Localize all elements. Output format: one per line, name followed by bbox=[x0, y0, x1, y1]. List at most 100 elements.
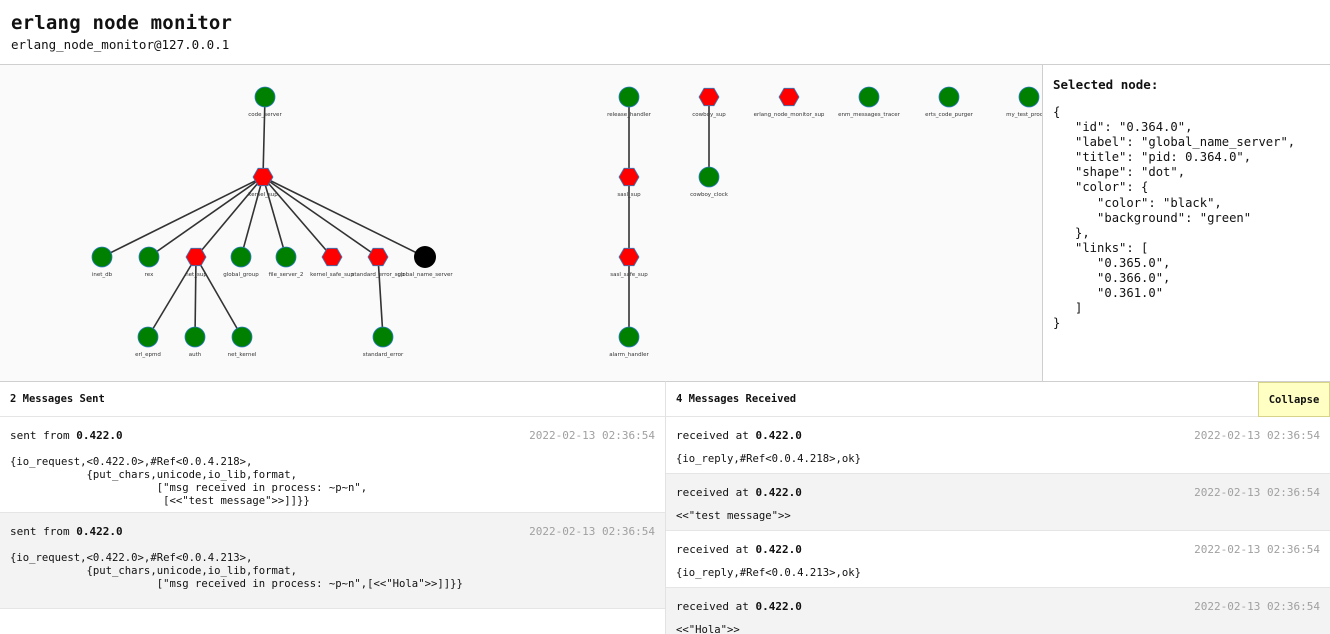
message-prefix: received at bbox=[676, 486, 749, 499]
node-label: code_server bbox=[248, 112, 282, 118]
graph-node-global-group[interactable]: global_group bbox=[223, 246, 259, 278]
node-label: enm_messages_tracer bbox=[838, 112, 901, 118]
graph-node-rex[interactable]: rex bbox=[138, 246, 160, 278]
message-body: {io_request,<0.422.0>,#Ref<0.0.4.213>, {… bbox=[10, 552, 463, 590]
node-label: release_handler bbox=[607, 112, 652, 118]
graph-node-standard-error-sup[interactable]: standard_error_sup bbox=[351, 247, 405, 278]
edge bbox=[377, 256, 384, 338]
graph-node-kernel-sup[interactable]: kernel_sup bbox=[248, 167, 278, 198]
message-pid: 0.422.0 bbox=[76, 429, 123, 442]
edge bbox=[195, 176, 264, 258]
messages-sent-panel: 2 Messages Sent sent from 0.422.0 2022-0… bbox=[0, 381, 666, 634]
graph-node-enm-messages-tracer[interactable]: enm_messages_tracer bbox=[838, 86, 901, 118]
messages-received-panel: 4 Messages Received Collapse received at… bbox=[666, 381, 1330, 634]
edge bbox=[148, 176, 264, 258]
message-prefix: sent from bbox=[10, 525, 70, 538]
node-label: standard_error_sup bbox=[351, 272, 405, 278]
node-label: file_server_2 bbox=[269, 272, 304, 278]
message-item[interactable]: received at 0.422.0 2022-02-13 02:36:54 … bbox=[666, 588, 1330, 634]
message-timestamp: 2022-02-13 02:36:54 bbox=[1194, 600, 1320, 613]
message-body: {io_reply,#Ref<0.0.4.218>,ok} bbox=[676, 453, 861, 465]
message-body: <<"test message">> bbox=[676, 510, 791, 522]
message-item[interactable]: sent from 0.422.0 2022-02-13 02:36:54 {i… bbox=[0, 513, 665, 609]
message-item[interactable]: sent from 0.422.0 2022-02-13 02:36:54 {i… bbox=[0, 417, 665, 513]
edge bbox=[262, 176, 333, 258]
messages-sent-header: 2 Messages Sent bbox=[0, 382, 665, 417]
message-prefix: received at bbox=[676, 429, 749, 442]
graph-node-sasl-safe-sup[interactable]: sasl_safe_sup bbox=[610, 247, 648, 278]
node-label: auth bbox=[189, 352, 202, 358]
graph-node-cowboy-clock[interactable]: cowboy_clock bbox=[690, 166, 729, 198]
message-pid: 0.422.0 bbox=[755, 486, 802, 499]
node-label: net_kernel bbox=[228, 352, 257, 358]
node-label: alarm_handler bbox=[609, 352, 649, 358]
node-label: global_name_server bbox=[397, 272, 453, 278]
edge bbox=[101, 176, 264, 258]
message-item[interactable]: received at 0.422.0 2022-02-13 02:36:54 … bbox=[666, 474, 1330, 531]
edge bbox=[240, 176, 264, 258]
edge bbox=[262, 176, 426, 258]
edge bbox=[262, 176, 379, 258]
collapse-button[interactable]: Collapse bbox=[1258, 382, 1330, 417]
message-timestamp: 2022-02-13 02:36:54 bbox=[1194, 543, 1320, 556]
process-graph-canvas[interactable]: code_server kernel_sup inet_db rex net_s… bbox=[0, 65, 1043, 381]
node-label: erl_epmd bbox=[135, 352, 161, 358]
node-label: sasl_safe_sup bbox=[610, 272, 648, 278]
graph-node-sasl-sup[interactable]: sasl_sup bbox=[617, 167, 641, 198]
messages-sent-title: 2 Messages Sent bbox=[10, 393, 105, 405]
graph-node-net-sup[interactable]: net_sup bbox=[185, 247, 207, 278]
app-header: erlang node monitor erlang_node_monitor@… bbox=[0, 0, 1330, 65]
graph-node-erlang-node-monitor-sup[interactable]: erlang_node_monitor_sup bbox=[754, 87, 825, 118]
message-prefix: received at bbox=[676, 543, 749, 556]
message-timestamp: 2022-02-13 02:36:54 bbox=[1194, 429, 1320, 442]
message-pid: 0.422.0 bbox=[76, 525, 123, 538]
graph-node-auth[interactable]: auth bbox=[184, 326, 206, 358]
graph-node-code-server[interactable]: code_server bbox=[248, 86, 282, 118]
node-label: net_sup bbox=[185, 272, 207, 278]
selected-node-json: { "id": "0.364.0", "label": "global_name… bbox=[1053, 105, 1296, 331]
graph-node-erts-code-purger[interactable]: erts_code_purger bbox=[925, 86, 974, 118]
node-label: sasl_sup bbox=[617, 192, 641, 198]
graph-node-alarm-handler[interactable]: alarm_handler bbox=[609, 326, 650, 358]
selected-node-title: Selected node: bbox=[1053, 77, 1159, 92]
edge bbox=[262, 176, 287, 258]
node-label: rex bbox=[145, 272, 154, 278]
graph-node-global-name-server[interactable]: global_name_server bbox=[397, 246, 453, 278]
graph-edges bbox=[101, 96, 710, 338]
node-label: inet_db bbox=[92, 272, 113, 278]
graph-node-file-server[interactable]: file_server_2 bbox=[269, 246, 304, 278]
message-item[interactable]: received at 0.422.0 2022-02-13 02:36:54 … bbox=[666, 417, 1330, 474]
node-label: cowboy_sup bbox=[692, 112, 726, 118]
graph-node-erl-epmd[interactable]: erl_epmd bbox=[135, 326, 161, 358]
graph-node-release-handler[interactable]: release_handler bbox=[607, 86, 652, 118]
edge bbox=[195, 256, 243, 338]
graph-node-cowboy-sup[interactable]: cowboy_sup bbox=[692, 87, 726, 118]
node-label: cowboy_clock bbox=[690, 192, 729, 198]
message-body: {io_reply,#Ref<0.0.4.213>,ok} bbox=[676, 567, 861, 579]
message-pid: 0.422.0 bbox=[755, 429, 802, 442]
message-body: <<"Hola">> bbox=[676, 624, 740, 634]
edge bbox=[262, 96, 266, 178]
message-timestamp: 2022-02-13 02:36:54 bbox=[1194, 486, 1320, 499]
graph-node-standard-error[interactable]: standard_error bbox=[363, 326, 404, 358]
node-label: my_test_process bbox=[1006, 112, 1043, 118]
node-label: standard_error bbox=[363, 352, 404, 358]
process-graph[interactable]: code_server kernel_sup inet_db rex net_s… bbox=[0, 65, 1043, 381]
node-label: erts_code_purger bbox=[925, 112, 973, 118]
messages-received-header: 4 Messages Received Collapse bbox=[666, 382, 1330, 417]
message-prefix: received at bbox=[676, 600, 749, 613]
message-item[interactable]: received at 0.422.0 2022-02-13 02:36:54 … bbox=[666, 531, 1330, 588]
node-name: erlang_node_monitor@127.0.0.1 bbox=[11, 37, 230, 52]
message-prefix: sent from bbox=[10, 429, 70, 442]
node-label: kernel_sup bbox=[248, 192, 278, 198]
message-pid: 0.422.0 bbox=[755, 600, 802, 613]
graph-node-kernel-safe-sup[interactable]: kernel_safe_sup bbox=[310, 247, 354, 278]
message-pid: 0.422.0 bbox=[755, 543, 802, 556]
messages-received-title: 4 Messages Received bbox=[676, 393, 797, 405]
graph-node-inet-db[interactable]: inet_db bbox=[91, 246, 113, 278]
selected-node-panel: Selected node: { "id": "0.364.0", "label… bbox=[1043, 65, 1330, 381]
edge bbox=[194, 256, 197, 338]
graph-node-my-test-process[interactable]: my_test_process bbox=[1006, 86, 1043, 118]
page-title: erlang node monitor bbox=[11, 12, 233, 34]
graph-node-net-kernel[interactable]: net_kernel bbox=[228, 326, 257, 358]
